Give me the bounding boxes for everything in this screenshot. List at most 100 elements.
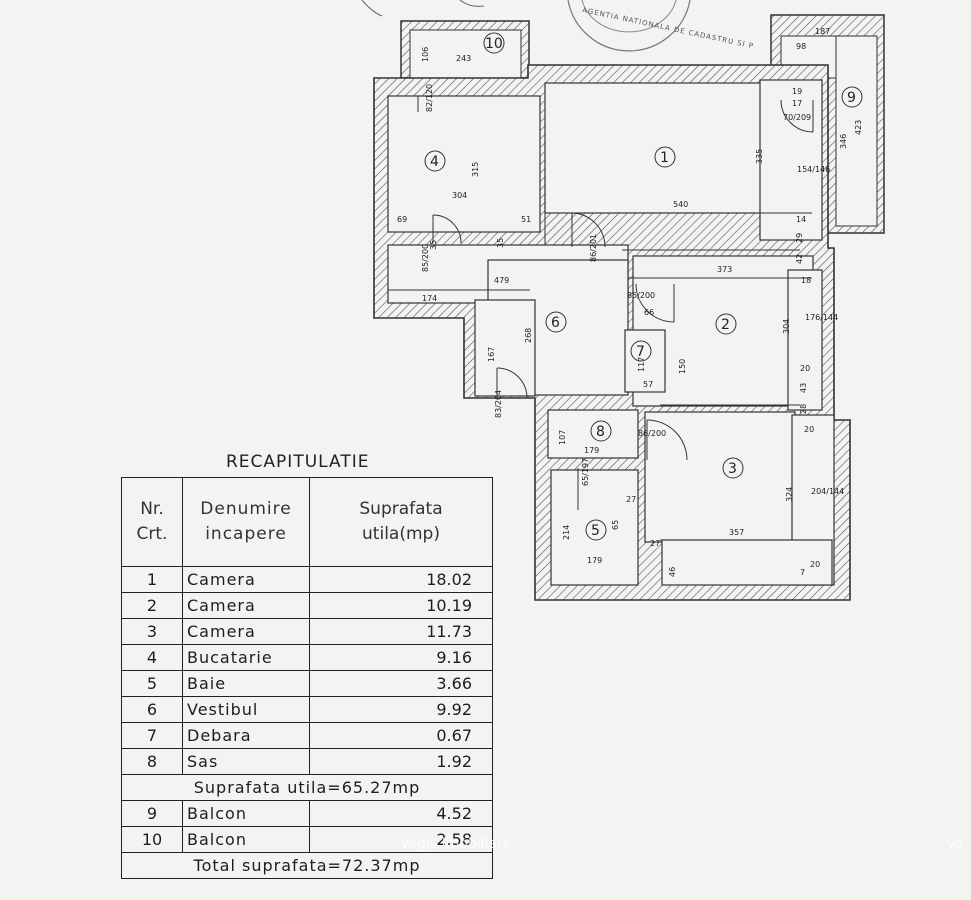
room-5	[550, 469, 639, 586]
row-area: 0.67	[309, 722, 493, 749]
dim: 179	[584, 446, 599, 455]
dim: 346	[839, 134, 848, 149]
row-nr: 3	[121, 618, 183, 645]
room-label-8: 8	[596, 424, 605, 440]
row-name: Sas	[182, 748, 310, 775]
room-3	[644, 411, 796, 543]
dim: 43	[799, 383, 808, 393]
row-nr: 9	[121, 800, 183, 827]
room-label-1: 1	[660, 150, 669, 166]
partitions	[388, 96, 812, 541]
door-swings	[432, 99, 814, 510]
row-name: Debara	[182, 722, 310, 749]
room-voids	[387, 79, 835, 586]
dim: 187	[815, 27, 830, 36]
row-nr: 2	[121, 592, 183, 619]
row-area: 10.19	[309, 592, 493, 619]
dim: 304	[452, 191, 467, 200]
row-nr: 7	[121, 722, 183, 749]
dim: 57	[643, 380, 653, 389]
recap-header-row: Nr. Crt. Denumire incapere Suprafata uti…	[121, 477, 493, 567]
dim: 27	[650, 539, 660, 548]
room-label-7: 7	[636, 344, 645, 360]
row-nr: 10	[121, 826, 183, 853]
dim: 107	[558, 430, 567, 445]
dim: 20	[804, 425, 814, 434]
row-name: Camera	[182, 592, 310, 619]
room-7	[624, 329, 666, 393]
dim: 65/197	[581, 458, 590, 486]
row-nr: 5	[121, 670, 183, 697]
dim: 85/200	[421, 244, 430, 272]
dim: 29	[795, 233, 804, 243]
dim: 98	[796, 42, 806, 51]
room-4	[387, 95, 541, 233]
dim: 357	[729, 528, 744, 537]
col-header-nr: Nr. Crt.	[121, 477, 183, 567]
watermark-text-edge: Ve	[946, 836, 964, 852]
dim: 86/200	[638, 429, 666, 438]
dim: 479	[494, 276, 509, 285]
dim: 315	[471, 162, 480, 177]
dim: 69	[397, 215, 407, 224]
dim: 154/146	[797, 165, 830, 174]
row-area: 11.73	[309, 618, 493, 645]
dim: 28	[799, 404, 808, 414]
room-label-9: 9	[847, 90, 856, 106]
dim: 204/144	[811, 487, 844, 496]
corridor-left	[474, 299, 536, 397]
dim: 18	[801, 276, 811, 285]
dim: 106	[421, 47, 430, 62]
dim: 17	[792, 99, 802, 108]
dim: 324	[785, 487, 794, 502]
dim: 35	[496, 238, 505, 248]
row-nr: 6	[121, 696, 183, 723]
dim: 7	[800, 568, 805, 577]
room-label-4: 4	[430, 154, 439, 170]
dim: 335	[755, 149, 764, 164]
dim: 117	[637, 357, 646, 372]
recap-title: RECAPITULATIE	[226, 452, 370, 472]
row-nr: 1	[121, 566, 183, 593]
dim: 83/204	[494, 390, 503, 418]
dim: 214	[562, 525, 571, 540]
dim: 167	[487, 347, 496, 362]
room-3-bottom	[661, 539, 833, 586]
grand-total: Total suprafata=72.37mp	[121, 852, 493, 879]
dim: 35	[429, 240, 438, 250]
dim: 86/201	[589, 234, 598, 262]
dim: 179	[587, 556, 602, 565]
dimensions: 243 106 187 98 82/120 19 17 70/209 423 3…	[397, 27, 863, 577]
dim: 268	[524, 328, 533, 343]
col-header-area: Suprafata utila(mp)	[309, 477, 493, 567]
row-name: Bucatarie	[182, 644, 310, 671]
row-name: Balcon	[182, 800, 310, 827]
recap-table: Nr. Crt. Denumire incapere Suprafata uti…	[121, 477, 493, 879]
row-name: Baie	[182, 670, 310, 697]
dim: 20	[810, 560, 820, 569]
dim: 174	[422, 294, 437, 303]
dim: 150	[678, 359, 687, 374]
room-label-3: 3	[728, 461, 737, 477]
row-area: 4.52	[309, 800, 493, 827]
dim: 70/209	[783, 113, 811, 122]
useful-total: Suprafata utila=65.27mp	[121, 774, 493, 801]
row-name: Camera	[182, 618, 310, 645]
row-name: Vestibul	[182, 696, 310, 723]
dim: 66	[644, 308, 654, 317]
dim: 176/144	[805, 313, 838, 322]
useful-total-row: Suprafata utila=65.27mp	[121, 774, 493, 801]
row-nr: 8	[121, 748, 183, 775]
dim: 304	[782, 319, 791, 334]
